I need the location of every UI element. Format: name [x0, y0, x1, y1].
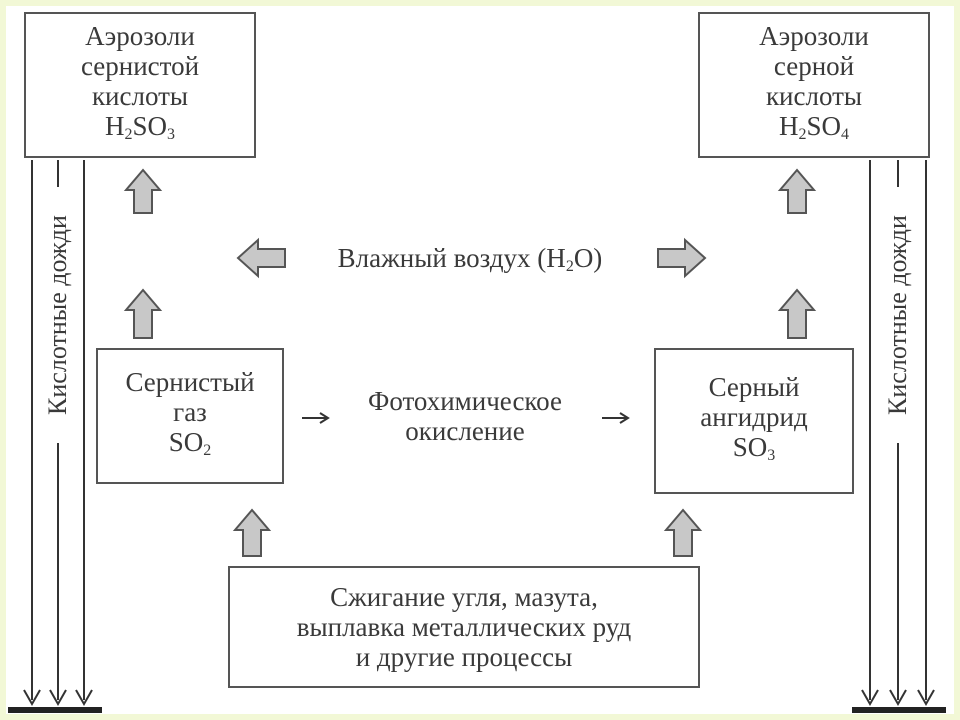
up-arrow-right-upper: [777, 168, 817, 214]
box-sulfur-trioxide: Серный ангидрид SO3: [654, 348, 854, 494]
right-rain-arrowhead-1: [861, 689, 879, 707]
chemical-formula: SO2: [168, 426, 212, 459]
box-sulfuric-acid-aerosols: Аэрозоли серной кислоты H2SO4: [698, 12, 930, 158]
label-acid-rain-right: Кислотные дожди: [883, 187, 913, 443]
right-rain-arrowhead-3: [917, 689, 935, 707]
box-line: ангидрид: [700, 401, 808, 432]
box-line: Сернистый: [125, 366, 255, 397]
label-line: окисление: [405, 416, 525, 446]
box-line: сернистой: [80, 50, 200, 81]
chemical-formula: SO3: [732, 431, 776, 464]
chemical-formula: H2SO4: [778, 110, 849, 143]
photochem-arrow-right-head: [619, 412, 630, 424]
left-rain-arrowhead-1: [23, 689, 41, 707]
label-line: Фотохимическое: [367, 386, 562, 416]
up-arrow-right-lower: [777, 288, 817, 339]
label-photochemical-oxidation: Фотохимическое окисление: [330, 386, 600, 446]
box-line: серной: [773, 50, 855, 81]
up-arrow-combustion-left: [232, 508, 272, 557]
box-line: выплавка металлических руд: [296, 612, 632, 642]
photochem-arrow-left-head: [319, 412, 330, 424]
box-combustion-processes: Сжигание угля, мазута, выплавка металлич…: [228, 566, 700, 688]
box-line: кислоты: [91, 80, 189, 111]
right-rain-arrowhead-2: [889, 689, 907, 707]
box-sulfurous-acid-aerosols: Аэрозоли сернистой кислоты H2SO3: [24, 12, 256, 158]
box-line: Аэрозоли: [85, 20, 195, 51]
chemical-formula: H2SO3: [104, 110, 175, 143]
box-line: Аэрозоли: [759, 20, 869, 51]
up-arrow-left-upper: [123, 168, 163, 214]
left-rain-arrowhead-3: [75, 689, 93, 707]
box-line: Серный: [708, 371, 800, 402]
right-arrow-humid-air: [657, 237, 707, 279]
label-acid-rain-left: Кислотные дожди: [43, 187, 73, 443]
left-rain-arrowhead-2: [49, 689, 67, 707]
up-arrow-combustion-right: [663, 508, 703, 557]
label-humid-air: Влажный воздух (H2O): [337, 243, 603, 275]
left-arrow-humid-air: [236, 237, 286, 279]
box-line: Сжигание угля, мазута,: [330, 582, 598, 612]
box-line: кислоты: [765, 80, 863, 111]
box-line: и другие процессы: [355, 642, 573, 672]
box-sulfur-dioxide: Сернистый газ SO2: [96, 348, 284, 484]
up-arrow-left-lower: [123, 288, 163, 339]
box-line: газ: [173, 396, 207, 427]
